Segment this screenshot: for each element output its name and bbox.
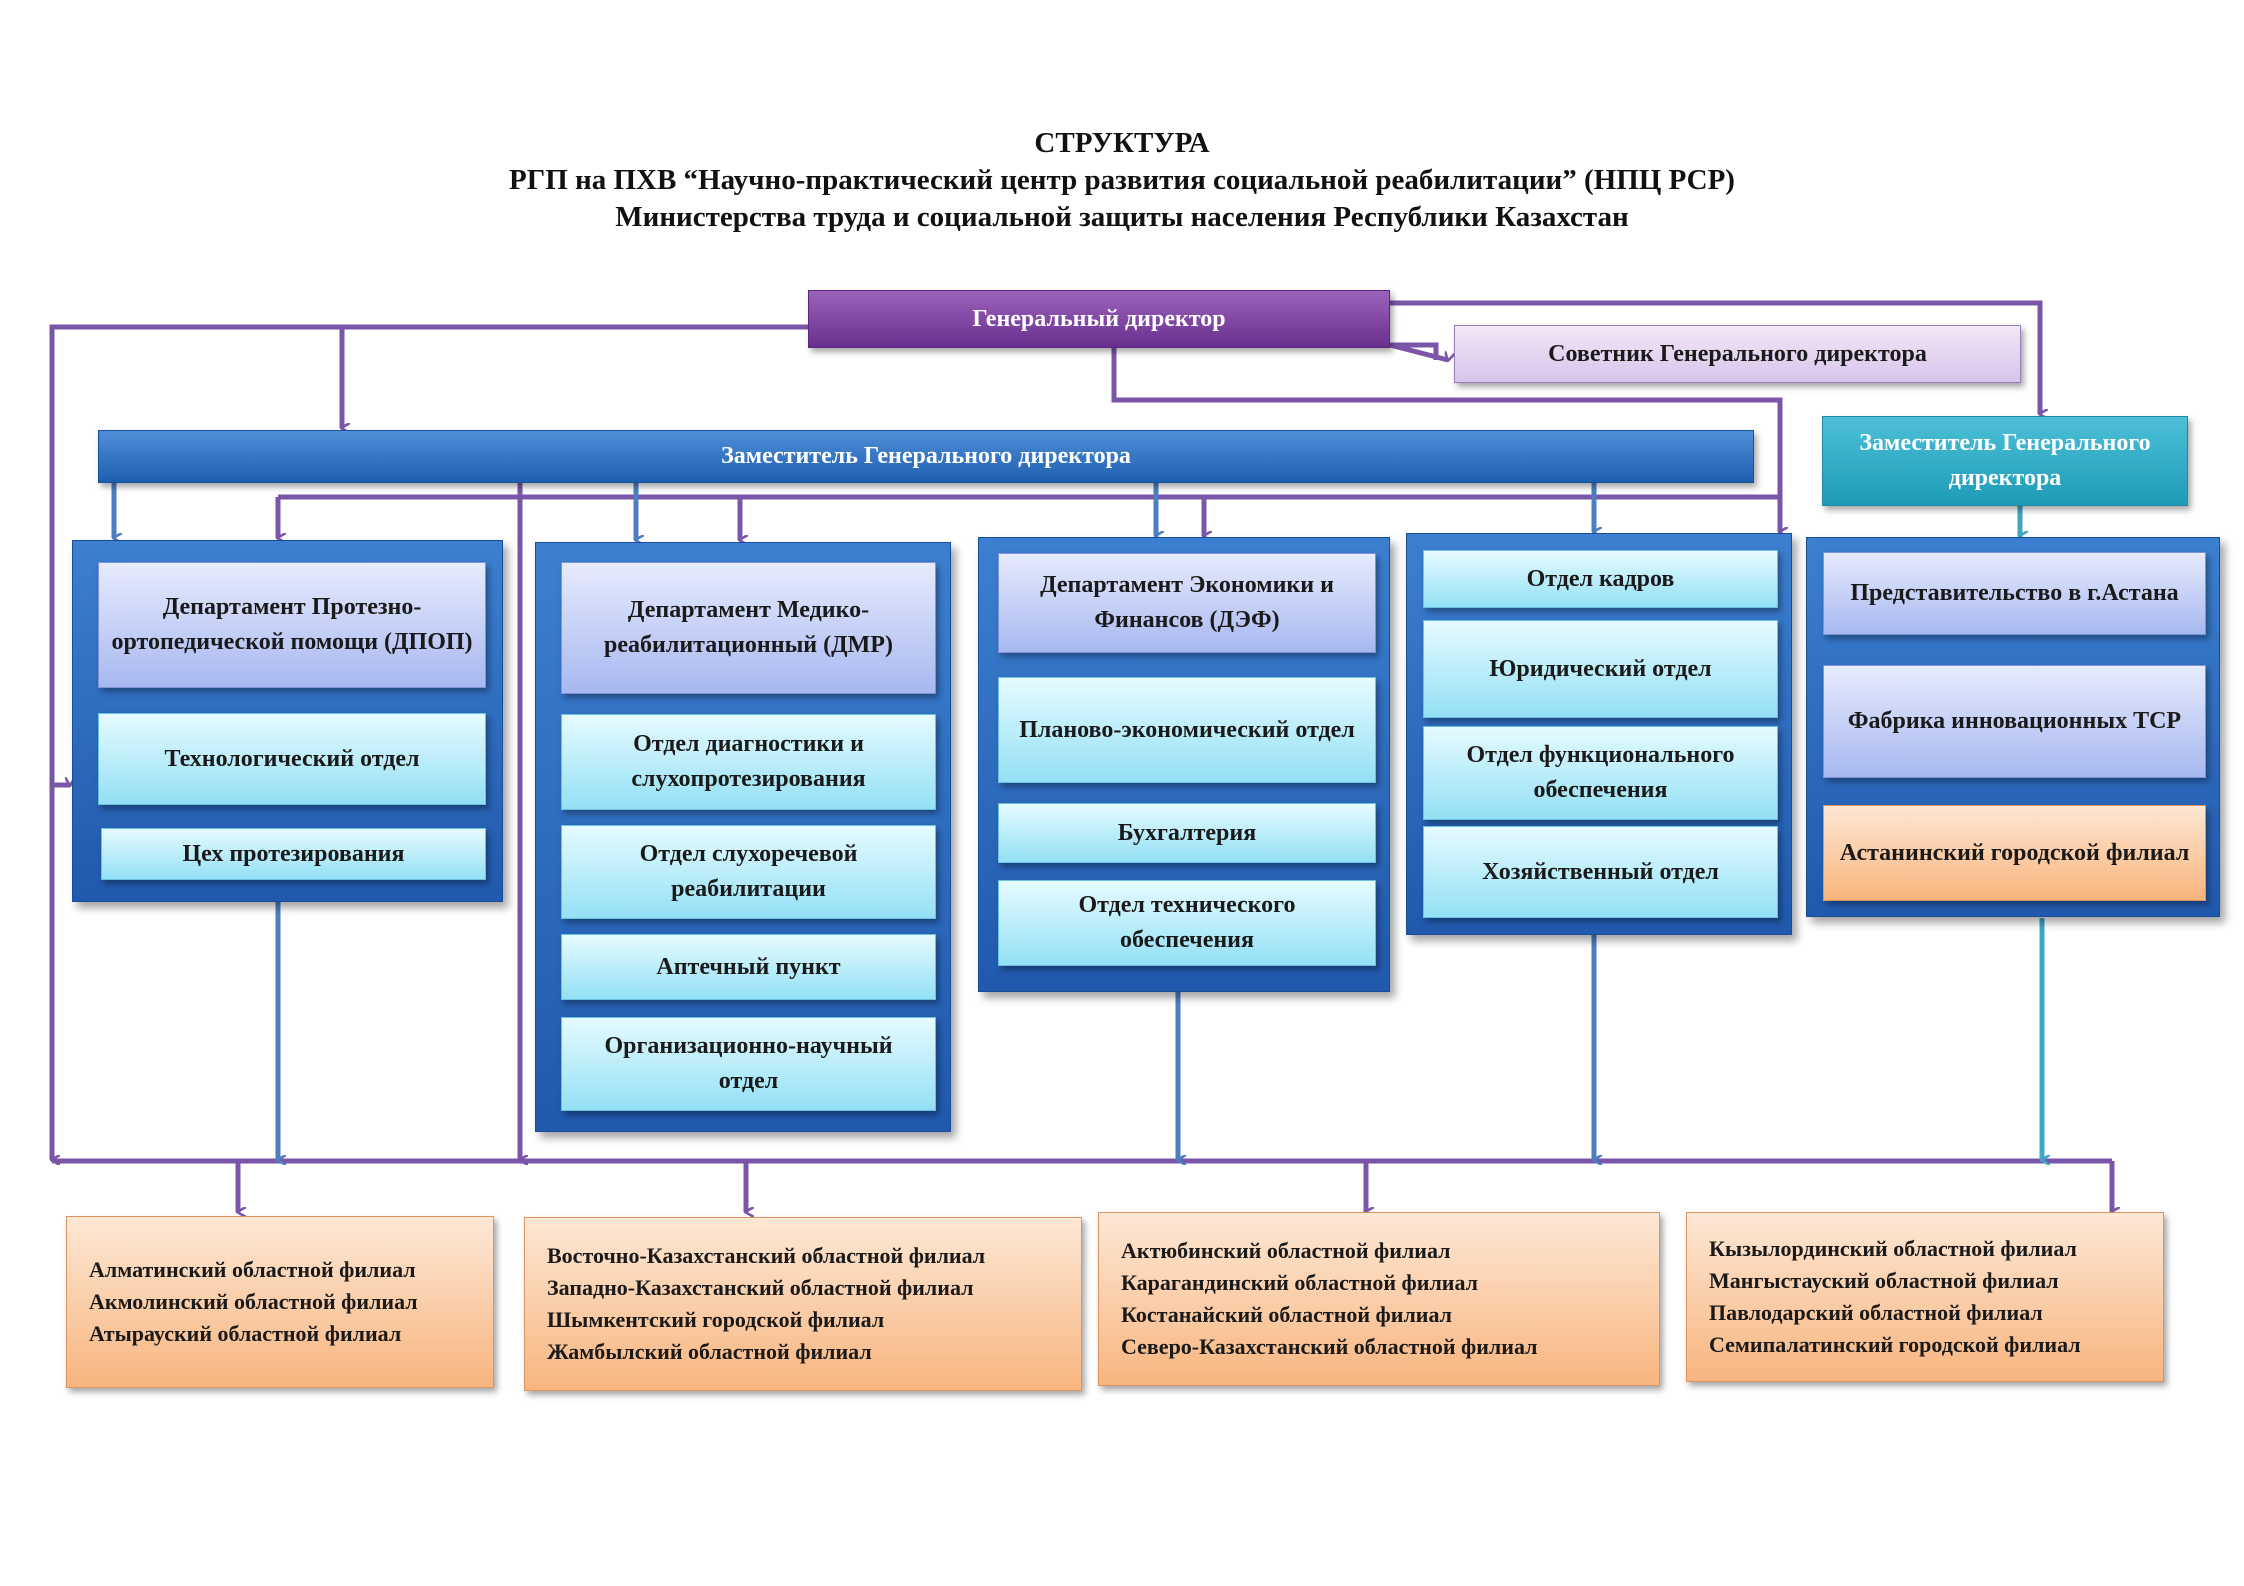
- dmr-unit-diagnostics: Отдел диагностики и слухопротезирования: [561, 714, 936, 810]
- filial-item: Атырауский областной филиал: [89, 1321, 402, 1346]
- admin-unit-hr: Отдел кадров: [1423, 550, 1778, 608]
- def-head: Департамент Экономики и Финансов (ДЭФ): [998, 553, 1376, 653]
- filial-item: Жамбылский областной филиал: [547, 1339, 872, 1364]
- filial-group-1: Алматинский областной филиал Акмолинский…: [66, 1216, 494, 1388]
- filial-item: Шымкентский городской филиал: [547, 1307, 885, 1332]
- filial-item: Восточно-Казахстанский областной филиал: [547, 1243, 986, 1268]
- filial-item: Северо-Казахстанский областной филиал: [1121, 1334, 1538, 1359]
- filial-item: Алматинский областной филиал: [89, 1257, 416, 1282]
- def-unit-accounting: Бухгалтерия: [998, 803, 1376, 863]
- admin-unit-functional: Отдел функционального обеспечения: [1423, 726, 1778, 820]
- filial-item: Западно-Казахстанский областной филиал: [547, 1275, 974, 1300]
- astana-unit-representation: Представительство в г.Астана: [1823, 552, 2206, 635]
- admin-unit-legal: Юридический отдел: [1423, 620, 1778, 718]
- dpop-head: Департамент Протезно-ортопедической помо…: [98, 562, 486, 688]
- filial-item: Павлодарский областной филиал: [1709, 1300, 2043, 1325]
- filial-group-2: Восточно-Казахстанский областной филиал …: [524, 1217, 1082, 1391]
- dpop-unit-workshop: Цех протезирования: [101, 828, 486, 880]
- filial-item: Акмолинский областной филиал: [89, 1289, 418, 1314]
- deputy-director-second-box: Заместитель Генерального директора: [1822, 416, 2188, 506]
- dmr-unit-research: Организационно-научный отдел: [561, 1017, 936, 1111]
- general-director-box: Генеральный директор: [808, 290, 1390, 348]
- dmr-unit-pharmacy: Аптечный пункт: [561, 934, 936, 1000]
- diagram-title: СТРУКТУРА: [1034, 127, 1210, 159]
- def-unit-planning: Планово-экономический отдел: [998, 677, 1376, 783]
- filial-group-4: Кызылординский областной филиал Мангыста…: [1686, 1212, 2164, 1382]
- def-unit-technical: Отдел технического обеспечения: [998, 880, 1376, 966]
- advisor-box: Советник Генерального директора: [1454, 325, 2021, 383]
- filial-group-3: Актюбинский областной филиал Карагандинс…: [1098, 1212, 1660, 1386]
- ministry-name: Министерства труда и социальной защиты н…: [615, 201, 1629, 233]
- filial-item: Кызылординский областной филиал: [1709, 1236, 2077, 1261]
- filial-item: Костанайский областной филиал: [1121, 1302, 1453, 1327]
- dmr-head: Департамент Медико-реабилитационный (ДМР…: [561, 562, 936, 694]
- astana-unit-city-filial: Астанинский городской филиал: [1823, 805, 2206, 901]
- filial-item: Актюбинский областной филиал: [1121, 1238, 1451, 1263]
- dpop-unit-technology: Технологический отдел: [98, 713, 486, 805]
- organization-name: РГП на ПХВ “Научно-практический центр ра…: [509, 164, 1735, 196]
- filial-item: Семипалатинский городской филиал: [1709, 1332, 2081, 1357]
- filial-item: Карагандинский областной филиал: [1121, 1270, 1479, 1295]
- astana-unit-factory: Фабрика инновационных ТСР: [1823, 665, 2206, 778]
- admin-unit-household: Хозяйственный отдел: [1423, 826, 1778, 918]
- dmr-unit-speech: Отдел слухоречевой реабилитации: [561, 825, 936, 919]
- filial-item: Мангыстауский областной филиал: [1709, 1268, 2059, 1293]
- deputy-director-box: Заместитель Генерального директора: [98, 430, 1754, 483]
